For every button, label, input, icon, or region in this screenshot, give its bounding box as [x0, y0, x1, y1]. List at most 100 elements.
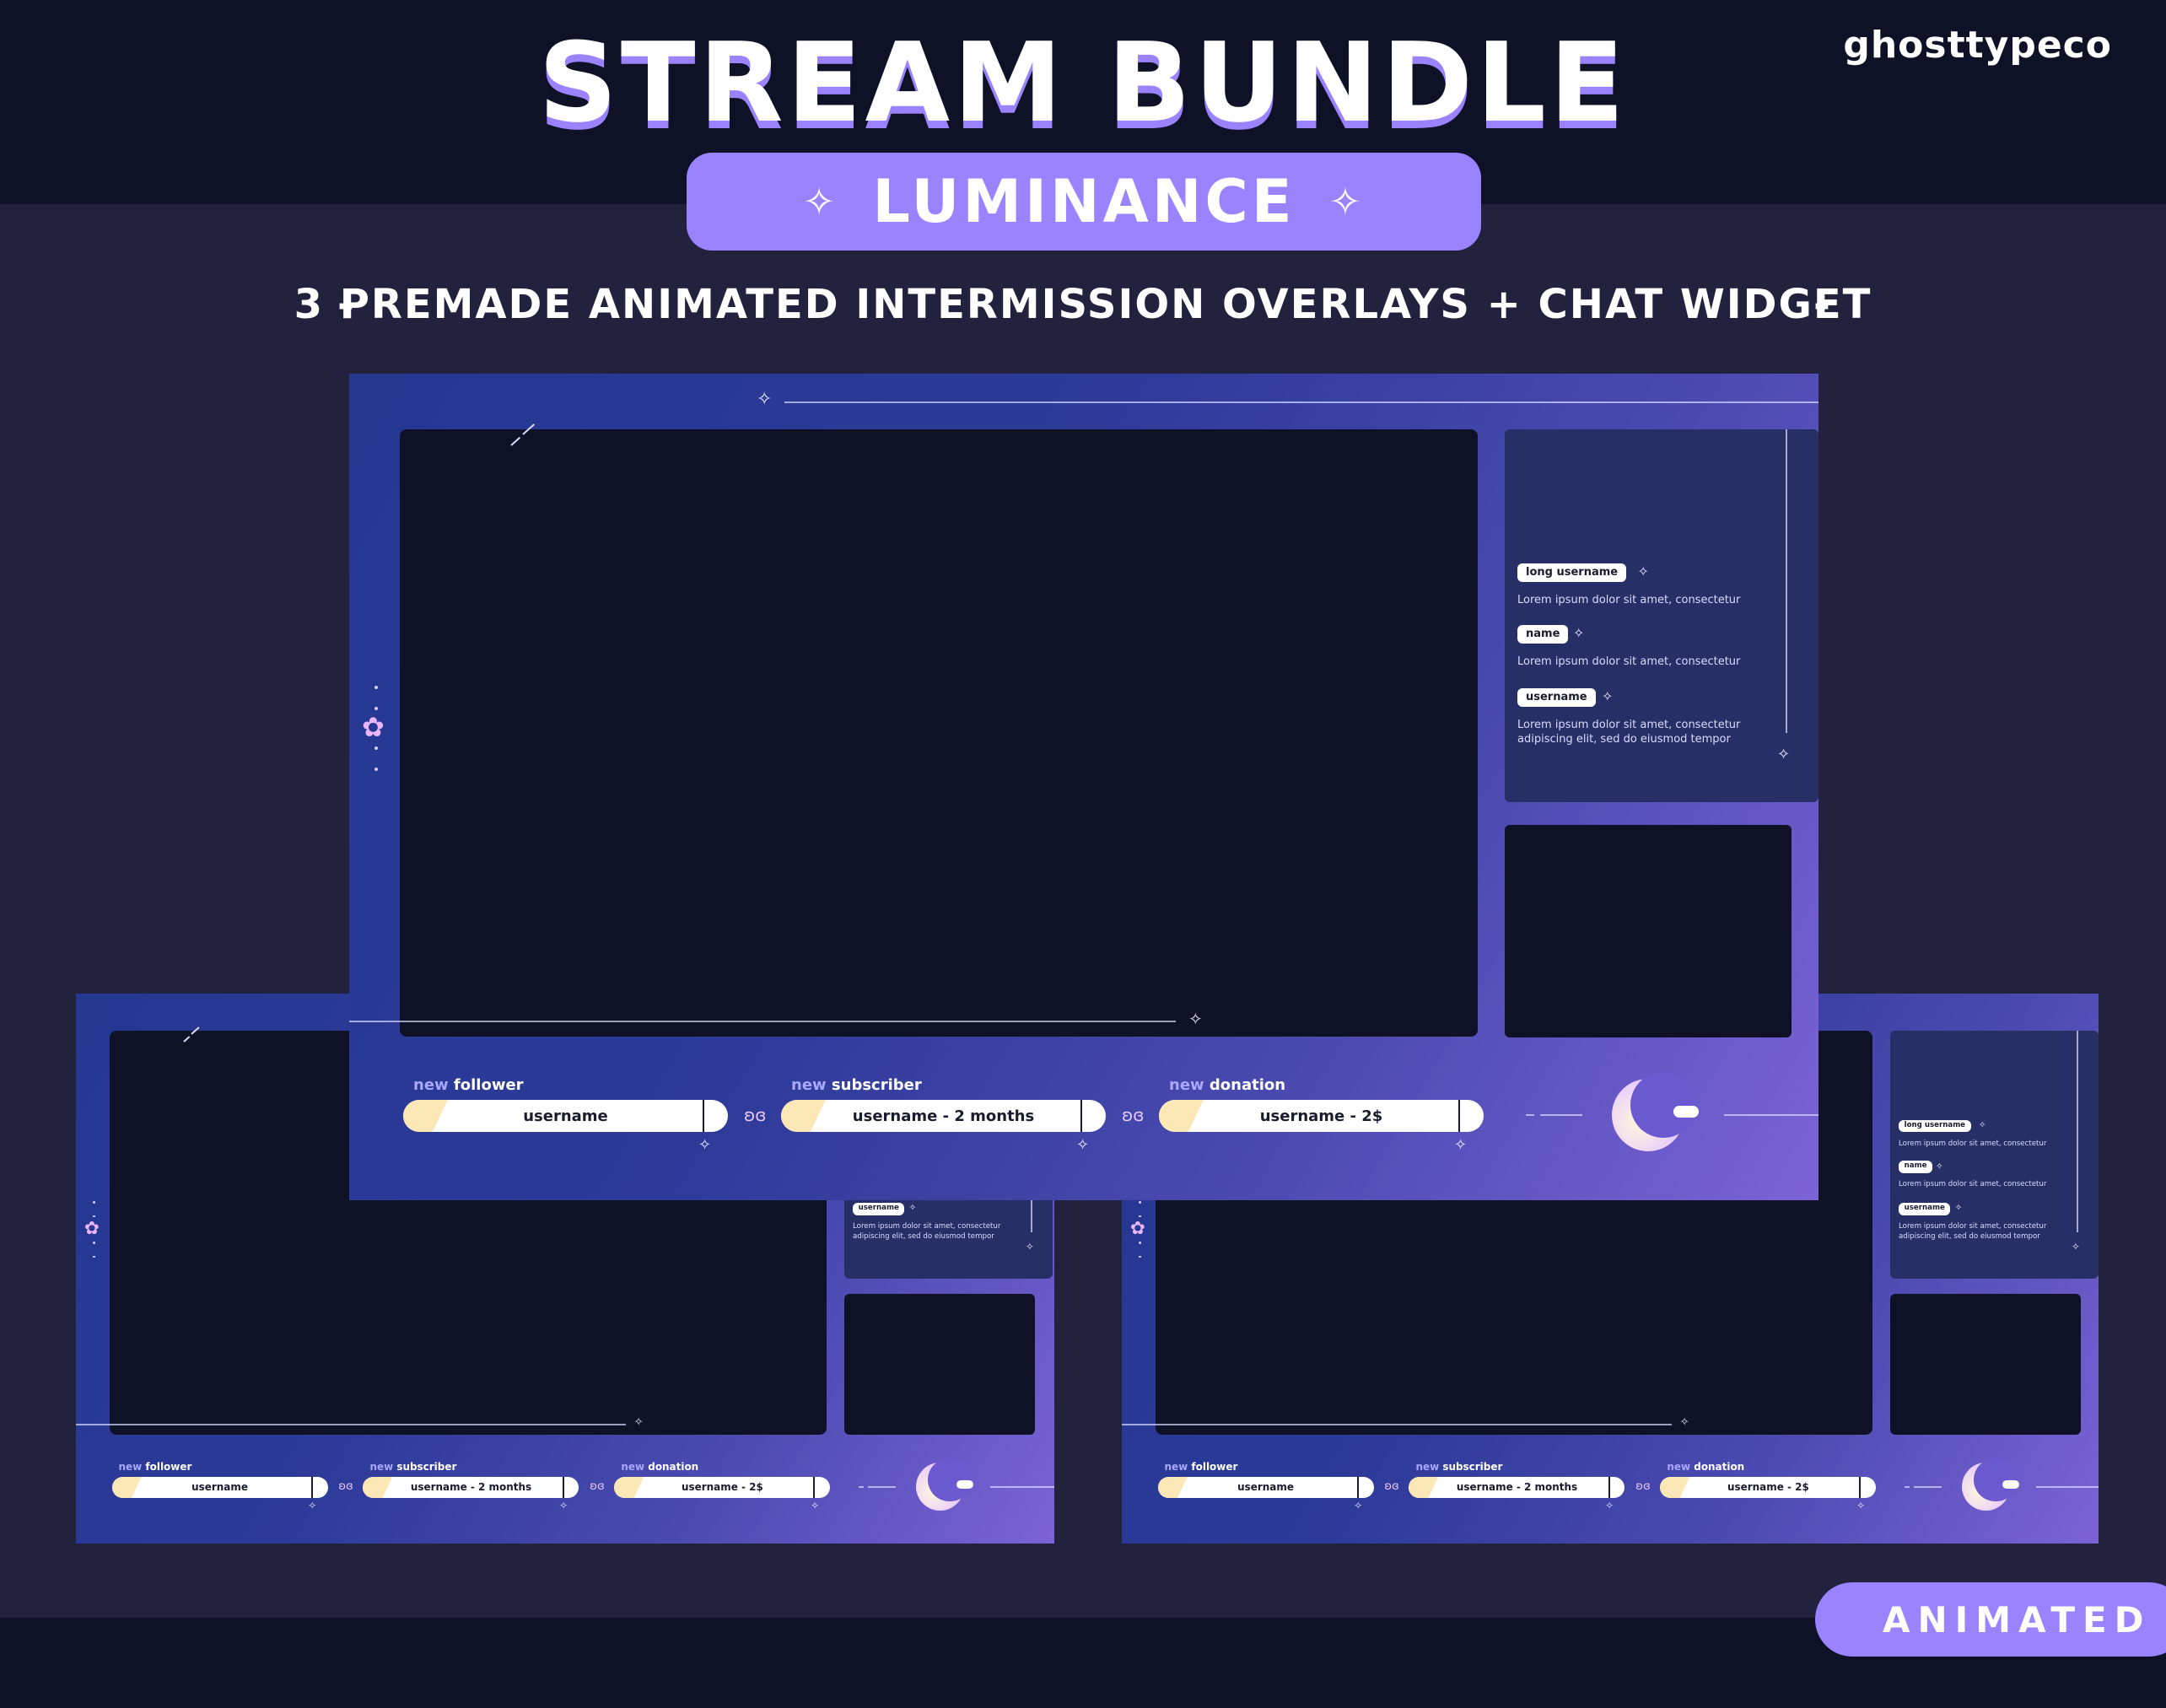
overlay-preview-main: ✧✿✧long username✧Lorem ipsum dolor sit a…	[349, 374, 1818, 1200]
camera-frame	[400, 429, 1478, 1037]
sparkle-icon: ✧	[698, 1136, 712, 1154]
alert-new-label: new	[1169, 1076, 1210, 1094]
sparkle-icon: ✧	[1454, 1136, 1468, 1154]
chat-message-line2: adipiscing elit, sed do eiusmod tempor	[1899, 1231, 2040, 1241]
alert-bar: username - 2$	[614, 1476, 831, 1498]
alert-new-label: new	[118, 1460, 146, 1473]
brand-name: ghosttypeco	[1843, 24, 2112, 67]
dot-decoration	[1138, 1255, 1141, 1258]
chat-username: name	[1517, 625, 1569, 644]
sparkle-icon: ✧	[802, 179, 839, 224]
subtitle-line: - 3 PREMADE ANIMATED INTERMISSION OVERLA…	[0, 281, 2166, 328]
alert-bar: username	[403, 1100, 728, 1132]
camera-divider	[76, 1424, 626, 1426]
cloud-icon	[2002, 1480, 2019, 1489]
alert-bar-tick	[310, 1476, 313, 1498]
flower-icon: ✿	[84, 1217, 100, 1239]
butterfly-icon: ʚɞ	[1635, 1479, 1651, 1493]
sparkle-icon: ✧	[1679, 1416, 1689, 1430]
chat-divider	[1786, 429, 1787, 733]
dot-decoration	[92, 1241, 95, 1244]
chat-divider	[2077, 1030, 2079, 1233]
alert-bar-tick	[1608, 1476, 1610, 1498]
alert-kind-label: follower	[1191, 1460, 1238, 1473]
sparkle-icon: ✧	[559, 1500, 568, 1512]
top-divider	[784, 401, 1818, 403]
alert-new-label: new	[791, 1076, 832, 1094]
sparkle-icon: ✧	[1605, 1500, 1614, 1512]
alert-bar: username - 2 months	[363, 1476, 579, 1498]
chat-username: name	[1899, 1161, 1933, 1173]
chat-message: Lorem ipsum dolor sit amet, consectetur	[853, 1222, 1001, 1231]
butterfly-icon: ʚɞ	[1122, 1105, 1145, 1125]
moon-cutout	[1630, 1072, 1696, 1138]
sparkle-icon: ✧	[1328, 179, 1366, 224]
alert-bar-stripe	[1159, 1100, 1218, 1132]
moon-icon	[1961, 1457, 2018, 1511]
alert-value: username - 2$	[1259, 1107, 1383, 1125]
chat-username: username	[1899, 1203, 1951, 1215]
sparkle-icon: ✧	[757, 389, 773, 410]
alert-bar-tick	[1080, 1100, 1082, 1132]
alert-value: username	[523, 1107, 608, 1125]
alert-value: username	[1237, 1481, 1294, 1494]
moon-cutout	[1974, 1457, 2018, 1502]
alert-label: new subscriber	[791, 1076, 922, 1094]
chat-message: Lorem ipsum dolor sit amet, consectetur	[1899, 1139, 2047, 1148]
moon-icon	[1612, 1072, 1696, 1151]
alert-kind-label: donation	[1694, 1460, 1745, 1473]
chat-username: username	[853, 1203, 905, 1215]
alert-kind-label: donation	[1209, 1076, 1286, 1094]
sparkle-icon: ✧	[1978, 1118, 1986, 1130]
chat-username: username	[1517, 688, 1596, 707]
moon-line-left-tick	[1526, 1114, 1534, 1116]
alert-label: new donation	[621, 1461, 698, 1473]
sparkle-icon: ✧	[1856, 1500, 1866, 1512]
dot-decoration	[92, 1215, 95, 1218]
chat-message: Lorem ipsum dolor sit amet, consectetur	[1899, 1180, 2047, 1189]
camera-divider	[349, 1021, 1176, 1022]
alert-bar-stripe	[403, 1100, 462, 1132]
chat-message: Lorem ipsum dolor sit amet, consectetur	[1517, 719, 1741, 731]
alert-label: new donation	[1667, 1461, 1744, 1473]
moon-cutout	[928, 1457, 972, 1502]
alert-kind-label: donation	[648, 1460, 699, 1473]
chat-panel	[1505, 429, 1818, 802]
alert-kind-label: subscriber	[396, 1460, 457, 1473]
dot-decoration	[92, 1201, 95, 1204]
dot-decoration	[374, 686, 378, 689]
sparkle-icon: ✧	[308, 1500, 317, 1512]
butterfly-icon: ʚɞ	[1384, 1479, 1399, 1493]
alert-bar: username	[1157, 1476, 1374, 1498]
alert-bar-stripe	[1157, 1476, 1198, 1498]
subtitle-dash-left: -	[337, 281, 356, 328]
alert-new-label: new	[1164, 1460, 1192, 1473]
butterfly-icon: ʚɞ	[590, 1479, 605, 1493]
alert-label: new follower	[119, 1461, 192, 1473]
alert-bar-stripe	[1660, 1476, 1700, 1498]
alert-bar-stripe	[363, 1476, 403, 1498]
sparkle-icon: ✧	[2071, 1240, 2080, 1253]
sparkle-icon: ✧	[811, 1500, 820, 1512]
alert-value: username	[191, 1481, 248, 1494]
alert-label: new subscriber	[1415, 1461, 1502, 1473]
alert-value: username - 2 months	[852, 1107, 1035, 1125]
theme-name: LUMINANCE	[872, 167, 1296, 236]
theme-pill: ✧ LUMINANCE ✧	[687, 153, 1481, 251]
dot-decoration	[92, 1255, 95, 1258]
alert-value: username - 2$	[1727, 1481, 1809, 1494]
chat-message-line2: adipiscing elit, sed do eiusmod tempor	[1517, 733, 1731, 746]
alert-new-label: new	[1667, 1460, 1695, 1473]
alert-bar-stripe	[614, 1476, 654, 1498]
alert-bar-stripe	[781, 1100, 840, 1132]
chat-message: Lorem ipsum dolor sit amet, consectetur	[1517, 594, 1741, 606]
alert-bar: username - 2 months	[1409, 1476, 1625, 1498]
alert-bar-tick	[1356, 1476, 1359, 1498]
page-title: STREAM BUNDLE	[538, 19, 1628, 147]
dot-decoration	[1138, 1201, 1141, 1204]
alert-new-label: new	[413, 1076, 454, 1094]
alert-label: new follower	[1165, 1461, 1238, 1473]
alert-bar-tick	[1458, 1100, 1460, 1132]
sparkle-icon: ✧	[1025, 1240, 1034, 1253]
moon-line-left	[1913, 1485, 1942, 1488]
